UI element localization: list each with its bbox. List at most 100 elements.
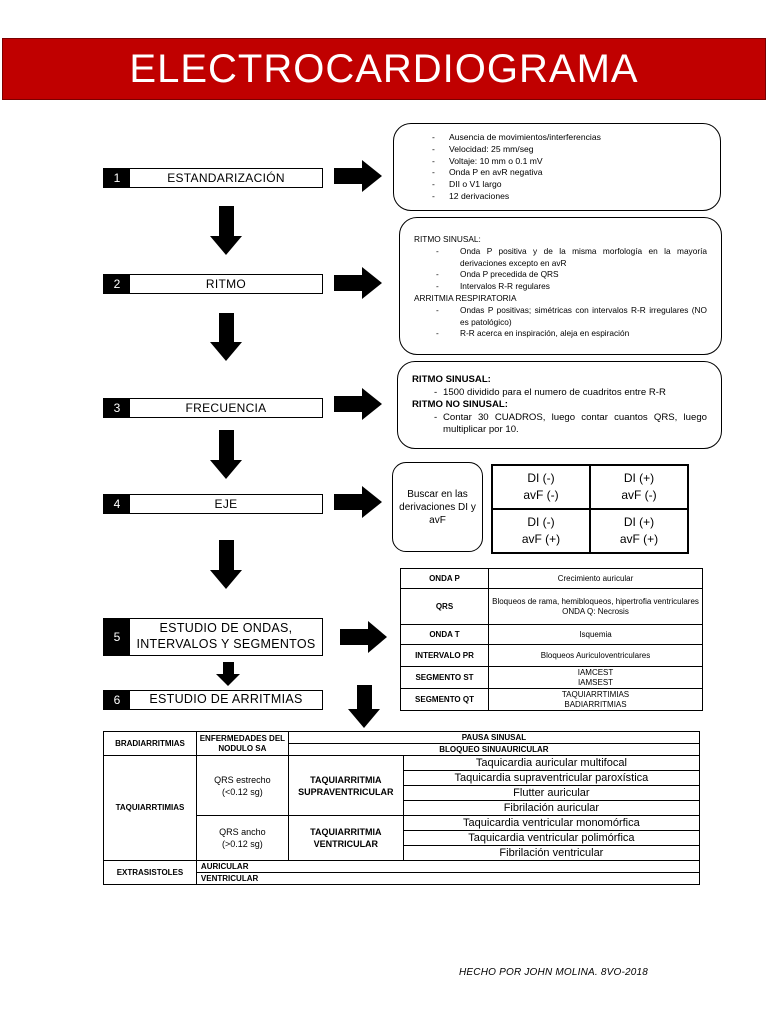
table-cell-key: ONDA T: [400, 624, 489, 645]
step-6: 6 ESTUDIO DE ARRITMIAS: [103, 690, 323, 710]
page-title-banner: ELECTROCARDIOGRAMA: [2, 38, 766, 100]
supra-item: Taquicardia supraventricular paroxística: [402, 770, 701, 786]
step-label: ESTANDARIZACIÓN: [167, 170, 285, 185]
table-row: QRS Bloqueos de rama, hemibloqueos, hipe…: [400, 588, 703, 625]
step-label: FRECUENCIA: [185, 400, 267, 415]
ventricular-cell: VENTRICULAR: [195, 872, 701, 885]
table-row: SEGMENTO ST IAMCEST IAMSEST: [400, 666, 703, 689]
list-item: 1500 dividido para el numero de cuadrito…: [412, 387, 707, 400]
step-5: 5 ESTUDIO DE ONDAS, INTERVALOS Y SEGMENT…: [103, 618, 323, 656]
table-cell-value: IAMCEST IAMSEST: [488, 666, 703, 689]
list-item: Velocidad: 25 mm/seg: [424, 144, 710, 156]
list-item: DII o V1 largo: [424, 179, 710, 191]
step-label: EJE: [214, 496, 238, 511]
supra-item: Flutter auricular: [402, 785, 701, 801]
eje-cell: DI (-) avF (-): [492, 465, 590, 509]
table-row: Taquicardia supraventricular paroxística: [104, 770, 701, 786]
step-number: 6: [104, 691, 130, 709]
pausa-sinusal-cell: PAUSA SINUSAL: [287, 731, 701, 744]
down-arrow-1: [210, 206, 242, 255]
bradiarritmias-cell: BRADIARRITMIAS: [103, 731, 197, 756]
step-4: 4 EJE: [103, 494, 323, 514]
eje-cell: DI (+) avF (+): [590, 509, 688, 553]
supra-item: Taquicardia auricular multifocal: [402, 755, 701, 771]
right-arrow-2: [334, 267, 382, 299]
supra-item: Fibrilación auricular: [402, 800, 701, 816]
list-item: Intervalos R-R regulares: [414, 281, 707, 293]
list-item: Onda P en avR negativa: [424, 167, 710, 179]
table-cell-key: INTERVALO PR: [400, 644, 489, 667]
right-arrow-1: [334, 160, 382, 192]
frecuencia-box: RITMO SINUSAL: 1500 dividido para el num…: [397, 361, 722, 449]
frecuencia-no-sinusal-heading: RITMO NO SINUSAL:: [412, 399, 508, 410]
table-row: VENTRICULAR: [104, 872, 701, 885]
vent-item: Taquicardia ventricular monomórfica: [402, 815, 701, 831]
down-arrow-3: [210, 430, 242, 479]
step-label: ESTUDIO DE ARRITMIAS: [149, 692, 303, 707]
page-title: ELECTROCARDIOGRAMA: [129, 46, 639, 91]
list-item: Contar 30 CUADROS, luego contar cuantos …: [412, 412, 707, 437]
taquiarritmias-cell: TAQUIARRTIMIAS: [103, 755, 197, 861]
taqui-supra-cell: TAQUIARRITMIA SUPRAVENTRICULAR: [287, 755, 404, 816]
eje-cell: DI (-) avF (+): [492, 509, 590, 553]
list-item: Voltaje: 10 mm o 0.1 mV: [424, 156, 710, 168]
arritmias-table: BRADIARRITMIAS ENFERMEDADES DEL NODULO S…: [103, 731, 701, 885]
eje-quadrant-grid: DI (-) avF (-) DI (+) avF (-) DI (-) avF…: [491, 464, 689, 554]
step-number: 1: [104, 169, 130, 187]
table-row: BRADIARRITMIAS ENFERMEDADES DEL NODULO S…: [103, 731, 701, 756]
table-cell-value: Bloqueos de rama, hemibloqueos, hipertro…: [488, 588, 703, 625]
step-label: ESTUDIO DE ONDAS, INTERVALOS Y SEGMENTOS: [136, 621, 316, 651]
table-row: TAQUIARRTIMIAS QRS estrecho (<0.12 sg) T…: [103, 755, 701, 861]
down-arrow-2: [210, 313, 242, 361]
table-cell-value: Isquemia: [488, 624, 703, 645]
table-cell-key: SEGMENTO QT: [400, 688, 489, 711]
vent-item: Taquicardia ventricular polimórfica: [402, 830, 701, 846]
step-3: 3 FRECUENCIA: [103, 398, 323, 418]
table-row: SEGMENTO QT TAQUIARRTIMIAS BADIARRITMIAS: [400, 688, 703, 711]
right-arrow-4: [334, 486, 382, 518]
table-cell-key: QRS: [400, 588, 489, 625]
right-arrow-5: [340, 621, 387, 653]
qrs-ancho-cell: QRS ancho (>0.12 sg): [195, 815, 289, 861]
ritmo-sinusal-heading: RITMO SINUSAL:: [414, 234, 481, 244]
ritmo-box: RITMO SINUSAL: Onda P positiva y de la m…: [399, 217, 722, 355]
table-row: INTERVALO PR Bloqueos Auriculoventricula…: [400, 644, 703, 667]
frecuencia-sinusal-heading: RITMO SINUSAL:: [412, 374, 491, 385]
table-cell-key: ONDA P: [400, 568, 489, 589]
list-item: Ondas P positivas; simétricas con interv…: [414, 305, 707, 329]
table-cell-value: Crecimiento auricular: [488, 568, 703, 589]
vent-item: Fibrilación ventricular: [402, 845, 701, 861]
step-1: 1 ESTANDARIZACIÓN: [103, 168, 323, 188]
buscar-text: Buscar en las derivaciones DI y avF: [399, 488, 476, 526]
qrs-estrecho-cell: QRS estrecho (<0.12 sg): [195, 755, 289, 816]
author-footer: HECHO POR JOHN MOLINA. 8VO-2018: [459, 967, 649, 978]
table-cell-value: Bloqueos Auriculoventriculares: [488, 644, 703, 667]
auricular-cell: AURICULAR: [195, 860, 701, 873]
down-arrow-4: [210, 540, 242, 589]
list-item: 12 derivaciones: [424, 191, 710, 203]
step-number: 3: [104, 399, 130, 417]
step-number: 2: [104, 275, 130, 293]
down-arrow-6: [348, 685, 380, 728]
down-arrow-5: [216, 662, 240, 686]
enfermedades-nodulo-cell: ENFERMEDADES DEL NODULO SA: [195, 731, 289, 756]
table-cell-value: TAQUIARRTIMIAS BADIARRITMIAS: [488, 688, 703, 711]
table-row: ONDA T Isquemia: [400, 624, 703, 645]
step-number: 4: [104, 495, 130, 513]
eje-cell: DI (+) avF (-): [590, 465, 688, 509]
step-2: 2 RITMO: [103, 274, 323, 294]
ondas-intervalos-table: ONDA P Crecimiento auricular QRS Bloqueo…: [400, 568, 703, 711]
table-cell-key: SEGMENTO ST: [400, 666, 489, 689]
step-label: RITMO: [205, 276, 247, 291]
right-arrow-3: [334, 388, 382, 420]
list-item: Onda P positiva y de la misma morfología…: [414, 246, 707, 270]
list-item: R-R acerca en inspiración, aleja en espi…: [414, 328, 707, 340]
estandarizacion-box: Ausencia de movimientos/interferencias V…: [393, 123, 721, 211]
list-item: Onda P precedida de QRS: [414, 269, 707, 281]
bloqueo-sinuauricular-cell: BLOQUEO SINUAURICULAR: [287, 743, 701, 756]
list-item: Ausencia de movimientos/interferencias: [424, 132, 710, 144]
taqui-vent-cell: TAQUIARRITMIA VENTRICULAR: [287, 815, 404, 861]
arritmia-respiratoria-heading: ARRITMIA RESPIRATORIA: [414, 292, 517, 303]
step-number: 5: [104, 619, 130, 655]
